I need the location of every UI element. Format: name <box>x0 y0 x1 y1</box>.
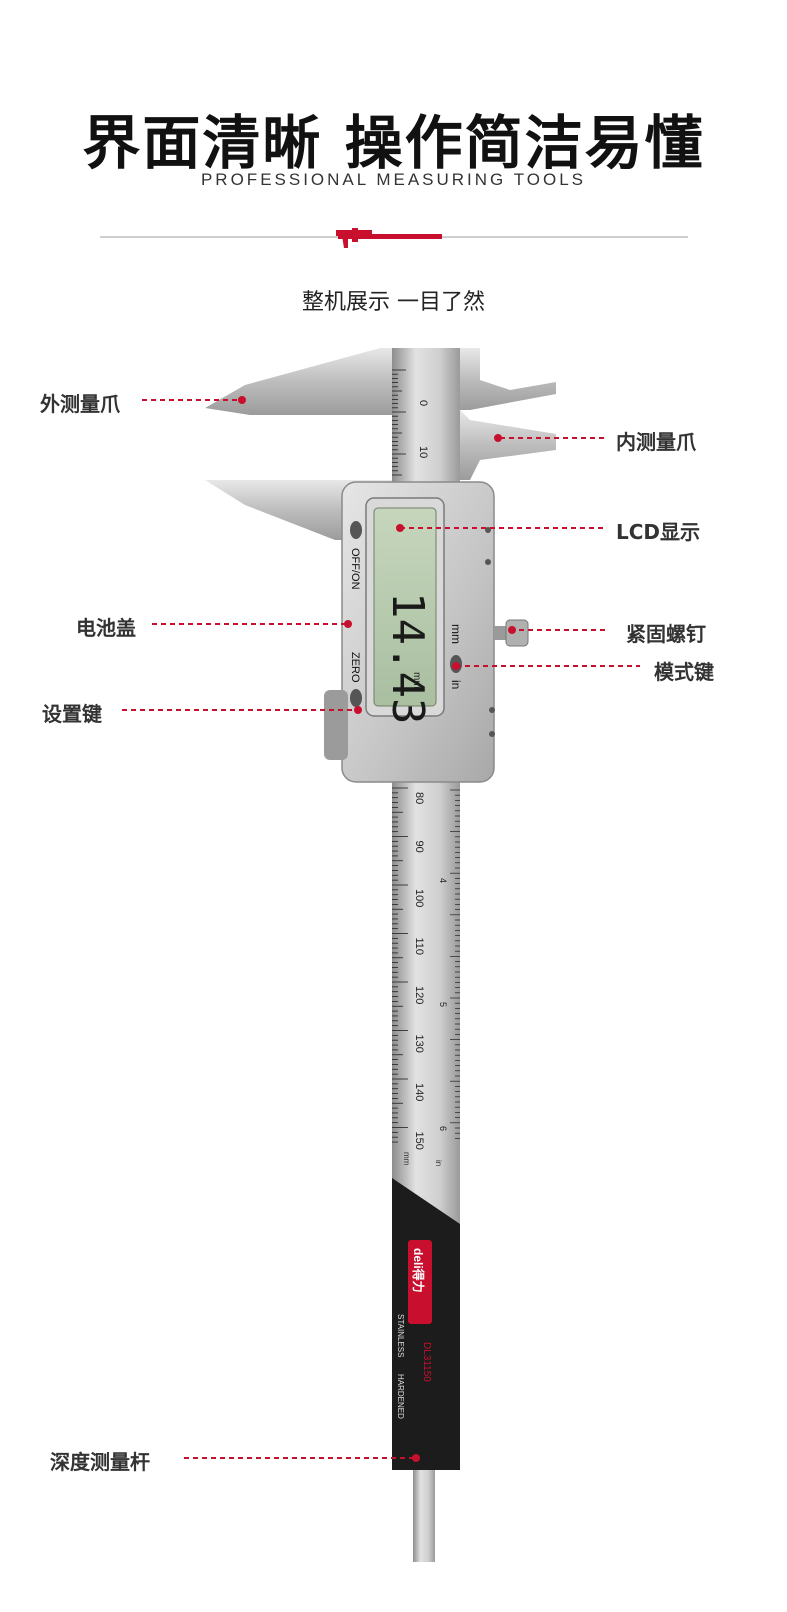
label-inner-jaw: 内测量爪 <box>616 430 696 454</box>
scale-mm-label: mm <box>402 1152 411 1166</box>
inner-jaw <box>460 410 556 480</box>
main-scale: 80 90 100 110 120 130 140 150 4 5 6 <box>392 787 460 1150</box>
unit-in-label: in <box>449 680 463 689</box>
inch-label: 6 <box>438 1126 448 1131</box>
scale-label: 150 <box>413 1132 425 1150</box>
lcd-screen <box>373 507 437 707</box>
label-battery-cover: 电池盖 <box>76 616 136 640</box>
leader-dots <box>238 396 516 1462</box>
brand-text: deli得力 <box>411 1248 426 1293</box>
caliper-illustration: 0 10 80 90 100 110 120 130 140 150 4 5 6 14.43 mm O… <box>122 348 640 1562</box>
label-lock-screw: 紧固螺钉 <box>626 622 706 646</box>
material-line1: STAINLESS <box>396 1314 405 1357</box>
scale-label: 120 <box>413 986 425 1004</box>
scale-label: 140 <box>413 1083 425 1101</box>
caliper-logo-icon <box>336 228 372 248</box>
scale-label: 130 <box>413 1035 425 1053</box>
zero-label: ZERO <box>349 652 361 683</box>
scale-label: 90 <box>413 841 425 853</box>
page-title: 界面清晰 操作简洁易懂 <box>82 109 705 177</box>
lcd-reading: 14.43 <box>382 592 433 724</box>
divider-accent <box>338 234 442 239</box>
section-caption: 整机展示 一目了然 <box>302 290 485 315</box>
scale-label: 100 <box>413 889 425 907</box>
scale-label: 10 <box>417 446 429 458</box>
material-line2: HARDENED <box>396 1374 405 1419</box>
scale-label: 0 <box>417 400 429 406</box>
label-set-key: 设置键 <box>42 702 102 726</box>
inch-label: 4 <box>438 878 448 883</box>
unit-mm-label: mm <box>449 624 463 644</box>
label-depth-rod: 深度测量杆 <box>50 1450 150 1474</box>
outer-jaw-fixed <box>205 348 392 415</box>
page-subtitle: PROFESSIONAL MEASURING TOOLS <box>200 170 587 189</box>
label-lcd: LCD显示 <box>616 520 701 544</box>
lock-screw <box>494 626 508 640</box>
off-on-label: OFF/ON <box>349 548 361 590</box>
off-on-button <box>350 521 362 539</box>
inch-label: 5 <box>438 1002 448 1007</box>
label-mode-key: 模式键 <box>654 660 714 684</box>
model-text: DL31150 <box>421 1342 432 1382</box>
lcd-unit: mm <box>411 672 422 689</box>
brand-badge <box>408 1240 432 1324</box>
depth-rod <box>413 1470 435 1562</box>
scale-in-label: in <box>434 1160 443 1166</box>
top-scale: 0 10 <box>392 369 429 476</box>
zero-button <box>350 689 362 707</box>
label-outer-jaw: 外测量爪 <box>40 392 120 416</box>
scale-label: 80 <box>413 792 425 804</box>
scale-label: 110 <box>413 938 425 956</box>
